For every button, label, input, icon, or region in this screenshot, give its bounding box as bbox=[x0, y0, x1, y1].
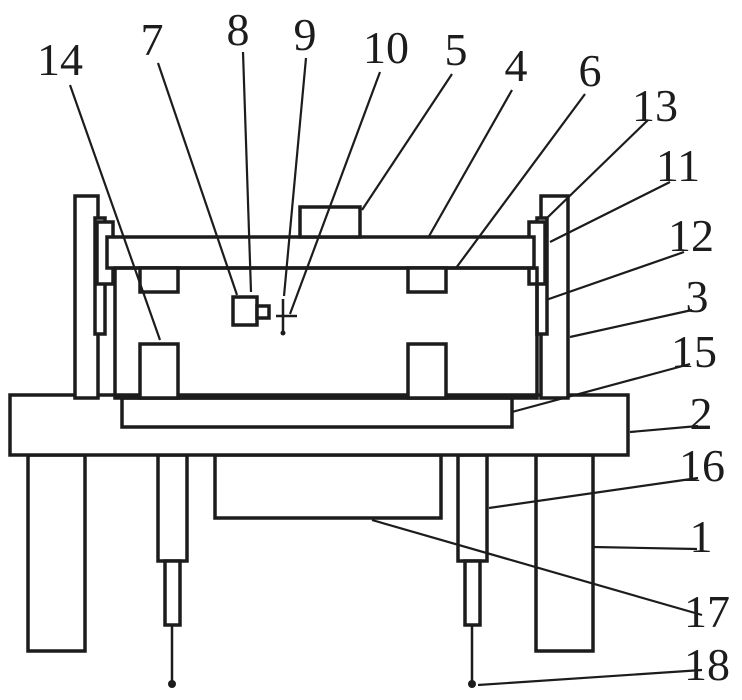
callout-7: 7 bbox=[141, 14, 164, 65]
inner-leg-left-upper bbox=[156, 453, 189, 563]
callout-11: 11 bbox=[656, 140, 700, 191]
outer-leg-right bbox=[534, 453, 595, 653]
leader-line-16 bbox=[488, 476, 699, 510]
leader-line-9 bbox=[282, 57, 308, 297]
inner-leg-right-lower bbox=[463, 559, 482, 627]
table-structure bbox=[8, 393, 630, 457]
leader-line-13 bbox=[547, 119, 649, 218]
leader-line-6 bbox=[455, 93, 586, 269]
inner-leg-left-foot bbox=[168, 680, 176, 688]
callout-4: 4 bbox=[505, 40, 528, 91]
upper-structure bbox=[73, 194, 570, 400]
under-beam-block-right bbox=[406, 266, 448, 294]
leader-line-10 bbox=[288, 71, 382, 315]
leader-line-2 bbox=[629, 424, 699, 434]
callout-14: 14 bbox=[37, 34, 83, 85]
inner-leg-right-foot bbox=[468, 680, 476, 688]
leader-lines bbox=[68, 51, 703, 687]
callout-17: 17 bbox=[684, 586, 730, 637]
leader-line-1 bbox=[592, 545, 698, 551]
floor-block-left bbox=[138, 342, 180, 400]
callout-labels: 14 7 8 9 10 5 4 6 13 11 12 3 15 2 16 1 1… bbox=[37, 4, 730, 690]
outer-leg-left bbox=[26, 453, 87, 653]
under-table-box bbox=[213, 453, 443, 520]
callout-1: 1 bbox=[690, 511, 713, 562]
callout-8: 8 bbox=[227, 4, 250, 55]
inner-leg-left-lower bbox=[163, 559, 182, 627]
callout-5: 5 bbox=[445, 24, 468, 75]
leader-line-15 bbox=[511, 362, 691, 414]
callout-9: 9 bbox=[294, 9, 317, 60]
top-mount-box bbox=[298, 205, 362, 239]
leader-line-12 bbox=[545, 250, 685, 302]
actuator-tip bbox=[280, 330, 286, 336]
callout-15: 15 bbox=[671, 326, 717, 377]
leader-line-11 bbox=[549, 181, 671, 243]
lower-structure bbox=[26, 453, 595, 688]
frame-box bbox=[113, 266, 539, 400]
leader-line-17 bbox=[371, 518, 703, 617]
callout-3: 3 bbox=[686, 271, 709, 322]
leader-line-4 bbox=[427, 89, 513, 239]
callout-12: 12 bbox=[668, 210, 714, 261]
floor-block-right bbox=[406, 342, 448, 400]
callout-2: 2 bbox=[690, 388, 713, 439]
callout-18: 18 bbox=[684, 639, 730, 690]
cross-beam bbox=[105, 235, 536, 270]
actuator-link bbox=[255, 304, 271, 320]
leader-line-5 bbox=[361, 73, 453, 211]
leader-line-7 bbox=[156, 62, 239, 296]
callout-16: 16 bbox=[679, 440, 725, 491]
callout-6: 6 bbox=[579, 45, 602, 96]
callout-10: 10 bbox=[363, 22, 409, 73]
leader-line-8 bbox=[241, 51, 253, 293]
actuator-body bbox=[231, 295, 259, 327]
table-inner-platform bbox=[120, 396, 514, 429]
under-beam-block-left bbox=[138, 266, 180, 294]
leader-line-3 bbox=[569, 308, 693, 339]
leader-line-14 bbox=[68, 84, 162, 341]
leader-line-18 bbox=[477, 668, 703, 687]
callout-13: 13 bbox=[632, 80, 678, 131]
